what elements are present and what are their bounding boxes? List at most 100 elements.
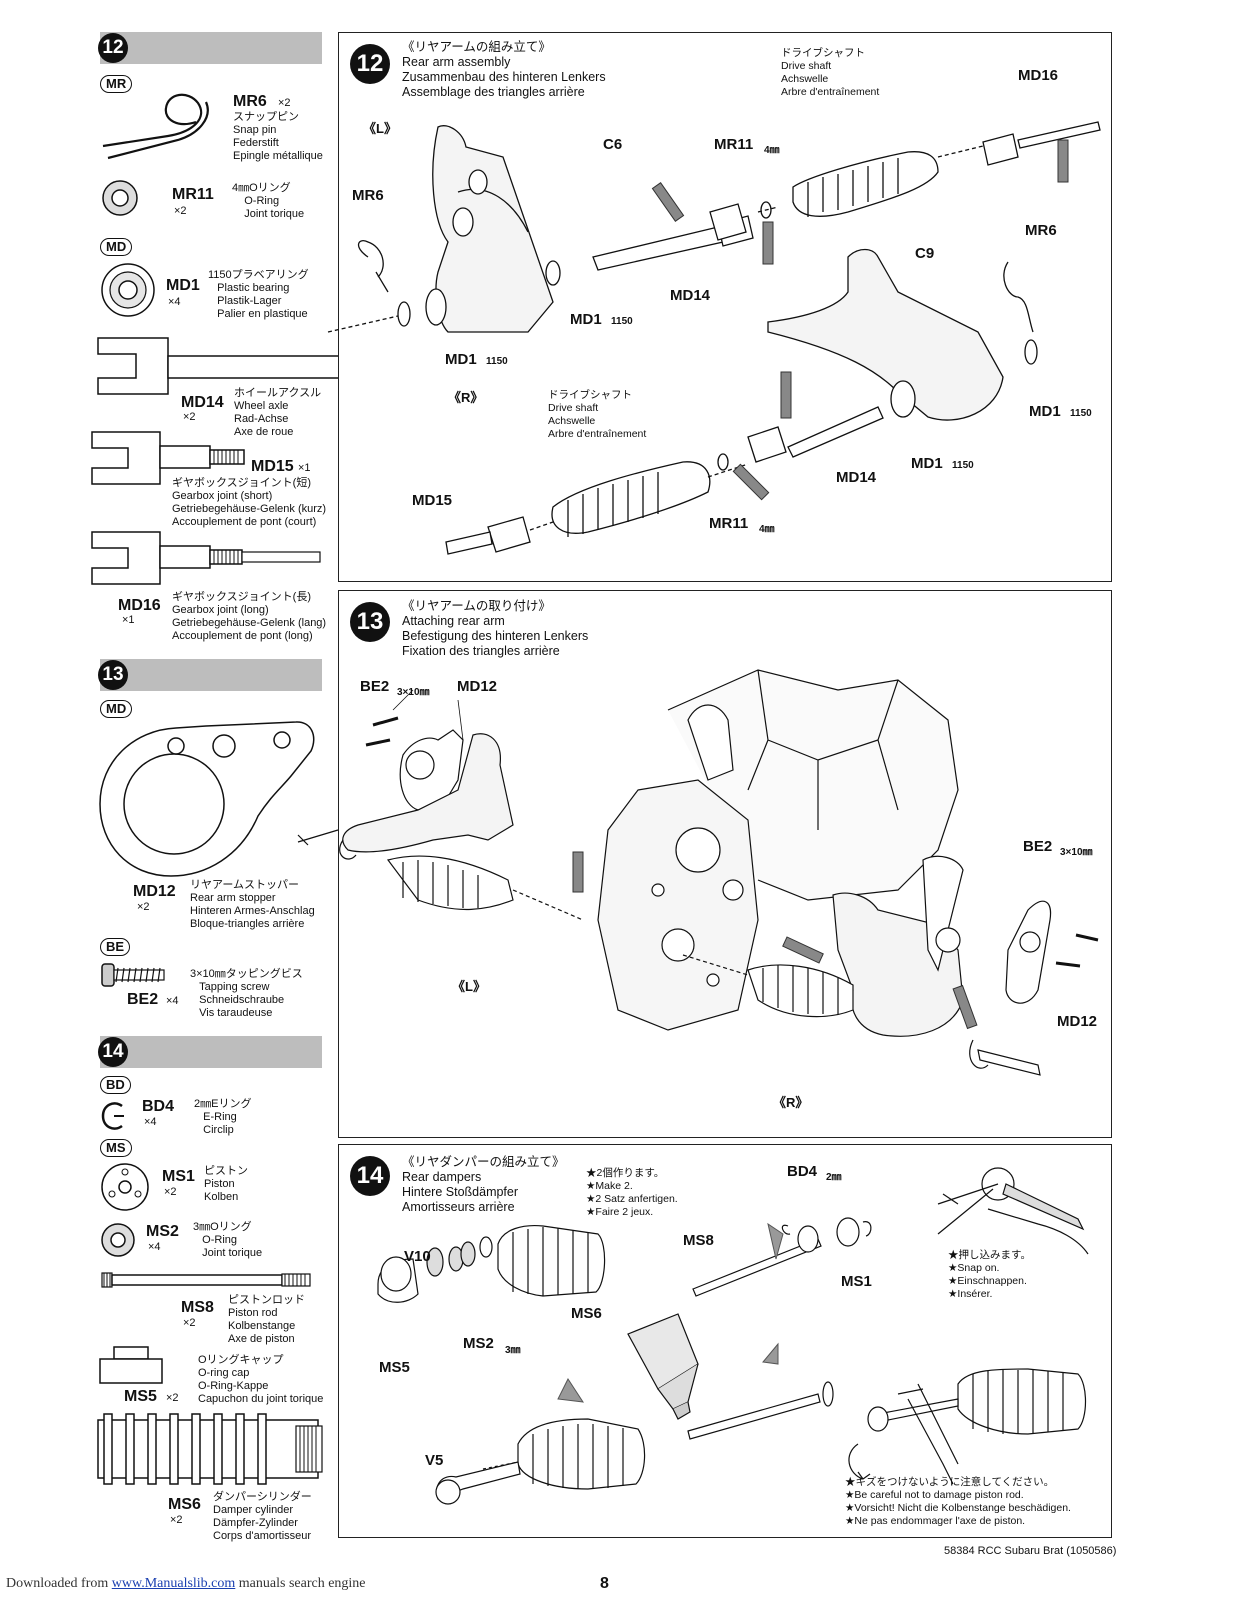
part-md12-code: MD12: [133, 883, 176, 900]
part-be2-code: BE2: [127, 991, 159, 1008]
label-md14-a: MD14: [670, 287, 711, 304]
part-md15-code: MD15: [251, 458, 294, 475]
part-md12-desc: リヤアームストッパー Rear arm stopper Hinteren Arm…: [190, 879, 315, 930]
label-mr6-b: MR6: [1025, 222, 1057, 239]
rear-arm-stopper-part-icon: [99, 721, 315, 877]
part-ms2-qty: ×4: [148, 1241, 161, 1253]
part-ms1-qty: ×2: [164, 1186, 177, 1198]
label-md1-b-size: 1150: [486, 356, 508, 367]
label-bd4: BD4: [787, 1163, 818, 1180]
part-ms2-code: MS2: [146, 1223, 179, 1240]
e-ring-part-icon: [101, 1102, 124, 1130]
label-R-13: 《R》: [773, 1095, 809, 1110]
damper-cylinder-part-icon: [97, 1413, 323, 1485]
o-ring-3mm-part-icon: [101, 1223, 135, 1257]
part-md1-desc: 1150プラベアリング Plastic bearing Plastik-Lage…: [208, 269, 309, 320]
step-13-title: 《リヤアームの取り付け》 Attaching rear arm Befestig…: [402, 599, 589, 658]
part-md1-code: MD1: [166, 277, 200, 294]
note-careful-piston-rod: ★キズをつけないように注意してください。 ★Be careful not to …: [845, 1476, 1071, 1527]
bag-bd-label: BD: [100, 1076, 131, 1094]
part-ms8-desc: ピストンロッド Piston rod Kolbenstange Axe de p…: [228, 1294, 305, 1345]
bag-md-label-2: MD: [100, 700, 133, 718]
label-md12-a: MD12: [457, 678, 498, 695]
label-be2-b: BE2: [1023, 838, 1053, 855]
part-ms6-desc: ダンパーシリンダー Damper cylinder Dämpfer-Zylind…: [213, 1491, 312, 1542]
step-13-header-bar: [100, 659, 322, 691]
part-bd4-qty: ×4: [144, 1116, 157, 1128]
bag-mr-label: MR: [100, 75, 133, 93]
step-12-number: 12: [98, 33, 128, 63]
label-mr11-b-size: 4㎜: [759, 524, 775, 535]
label-md1-a-size: 1150: [611, 316, 633, 327]
label-v10: V10: [404, 1248, 431, 1265]
part-ms1-desc: ピストン Piston Kolben: [204, 1165, 248, 1203]
label-R-12: 《R》: [448, 390, 484, 405]
part-ms6-qty: ×2: [170, 1514, 183, 1526]
bag-ms-label: MS: [100, 1139, 132, 1157]
label-md1-c: MD1: [1029, 403, 1061, 420]
step-14-panel-number: 14: [350, 1156, 390, 1196]
piston-part-icon: [101, 1163, 149, 1211]
part-md12-qty: ×2: [137, 901, 150, 913]
snap-pin-part-icon: [102, 93, 209, 160]
step-12-header-bar: [100, 32, 322, 64]
part-ms5-code: MS5: [124, 1388, 157, 1405]
footer-manualslib-link[interactable]: www.Manualslib.com: [111, 1576, 236, 1591]
label-ms2-size: 3㎜: [505, 1345, 521, 1356]
part-md15-desc: ギヤボックスジョイント(短) Gearbox joint (short) Get…: [172, 477, 327, 528]
o-ring-part-icon: [102, 180, 138, 216]
label-v5: V5: [425, 1452, 444, 1469]
part-md14-desc: ホイールアクスル Wheel axle Rad-Achse Axe de rou…: [234, 387, 322, 438]
step-13-panel-number: 13: [350, 602, 390, 642]
label-ms6: MS6: [571, 1305, 602, 1322]
label-md15: MD15: [412, 492, 453, 509]
bag-be-label: BE: [100, 938, 131, 956]
label-md1-c-size: 1150: [1070, 408, 1092, 419]
label-mr11-a-size: 4㎜: [764, 145, 780, 156]
label-be2-a-size: 3×10㎜: [397, 687, 430, 698]
part-mr6-desc: スナップピン Snap pin Federstift Epingle métal…: [233, 111, 323, 162]
label-bd4-size: 2㎜: [826, 1172, 842, 1183]
label-ms8: MS8: [683, 1232, 714, 1249]
label-md12-b: MD12: [1057, 1013, 1098, 1030]
plastic-bearing-part-icon: [101, 263, 155, 317]
part-mr6-code: MR6: [233, 93, 267, 110]
part-bd4-desc: 2㎜Eリング E-Ring Circlip: [194, 1098, 252, 1136]
label-md1-b: MD1: [445, 351, 477, 368]
part-ms8-qty: ×2: [183, 1317, 196, 1329]
note-snap-on: ★押し込みます。 ★Snap on. ★Einschnappen. ★Insér…: [948, 1249, 1031, 1300]
part-ms5-desc: Oリングキャップ O-ring cap O-Ring-Kappe Capucho…: [198, 1354, 324, 1405]
gearbox-joint-long-part-icon: [91, 531, 321, 585]
label-L-12: 《L》: [363, 121, 397, 136]
label-md1-d-size: 1150: [952, 460, 974, 471]
label-be2-b-size: 3×10㎜: [1060, 847, 1093, 858]
part-ms1-code: MS1: [162, 1168, 195, 1185]
step-12-panel-number: 12: [350, 44, 390, 84]
label-c9: C9: [915, 245, 935, 262]
label-mr11-a: MR11: [714, 136, 754, 153]
part-ms6-code: MS6: [168, 1496, 201, 1513]
step-14-header-bar: [100, 1036, 322, 1068]
part-ms5-qty: ×2: [166, 1392, 179, 1404]
o-ring-cap-part-icon: [99, 1346, 163, 1384]
label-c6: C6: [603, 136, 623, 153]
part-bd4-code: BD4: [142, 1098, 175, 1115]
part-md1-qty: ×4: [168, 296, 181, 308]
label-driveshaft-lower: ドライブシャフト Drive shaft Achswelle Arbre d'e…: [548, 389, 647, 440]
rear-arm-assembly-drawing: [327, 121, 1101, 555]
label-mr6-a: MR6: [352, 187, 384, 204]
footer-engine-text: manuals search engine: [235, 1576, 366, 1591]
label-be2-a: BE2: [360, 678, 390, 695]
part-md14-code: MD14: [181, 394, 224, 411]
label-md1-d: MD1: [911, 455, 943, 472]
part-mr6-qty: ×2: [278, 97, 291, 109]
label-md14-b: MD14: [836, 469, 877, 486]
label-md1-a: MD1: [570, 311, 602, 328]
step-14-number: 14: [98, 1037, 128, 1067]
part-md14-qty: ×2: [183, 411, 196, 423]
part-md16-qty: ×1: [122, 614, 135, 626]
label-driveshaft-upper: ドライブシャフト Drive shaft Achswelle Arbre d'e…: [781, 47, 880, 98]
part-ms8-code: MS8: [181, 1299, 214, 1316]
label-mr11-b: MR11: [709, 515, 749, 532]
part-md15-qty: ×1: [298, 462, 311, 474]
